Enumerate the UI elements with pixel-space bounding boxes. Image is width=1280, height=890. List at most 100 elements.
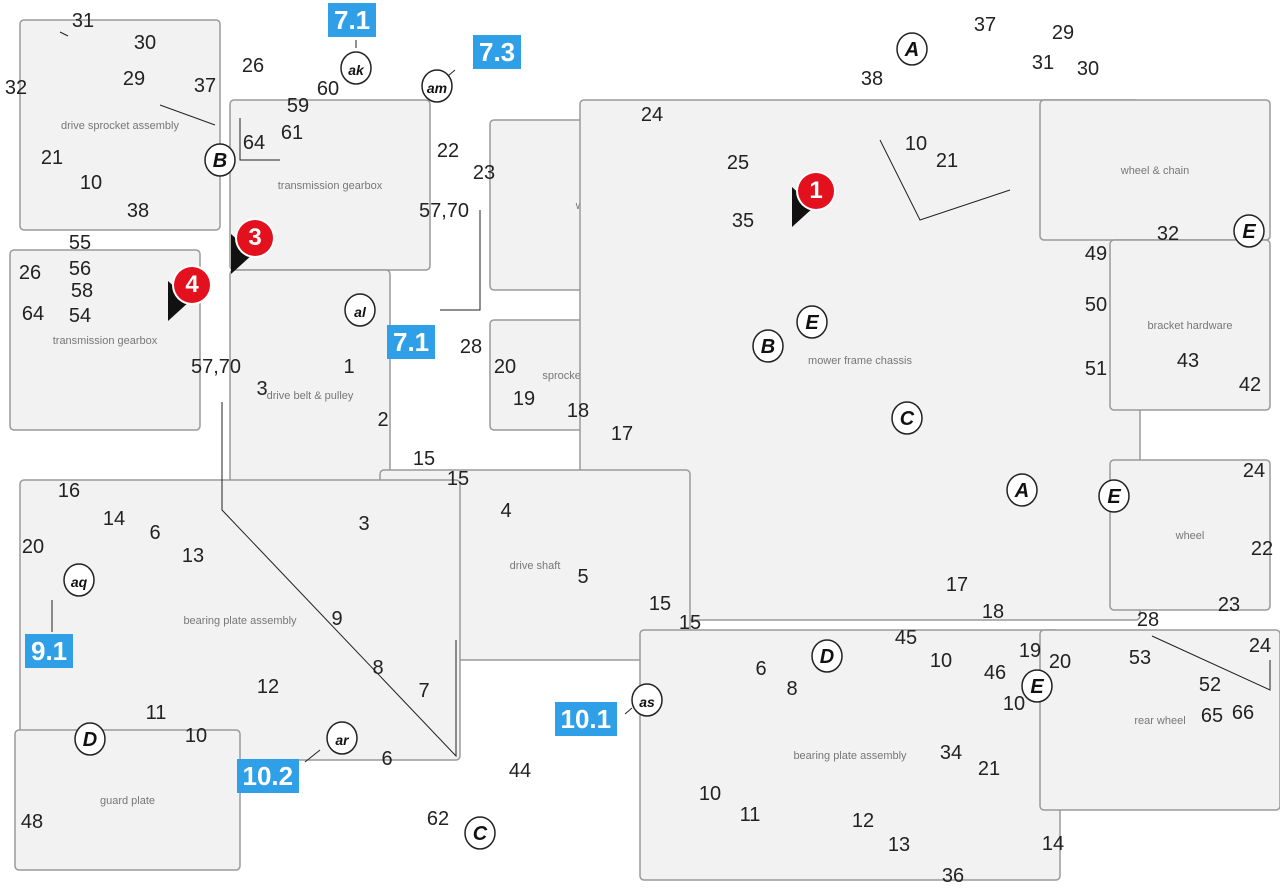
part-number: 60 — [317, 78, 339, 100]
letter-marker: ak — [340, 51, 372, 85]
part-number: 22 — [437, 140, 459, 162]
part-number: 10 — [1003, 693, 1025, 715]
letter-marker: C — [464, 816, 496, 850]
part-number: 15 — [679, 612, 701, 634]
reference-box[interactable]: 7.1 — [387, 325, 436, 359]
part-number: 30 — [1077, 58, 1099, 80]
parts-layer: drive sprocket assembly transmission gear… — [9, 19, 1280, 881]
reference-box[interactable]: 9.1 — [25, 634, 74, 668]
part-label: drive sprocket assembly — [61, 120, 179, 132]
marker-label: B — [761, 336, 775, 358]
part-number: 20 — [494, 356, 516, 378]
letter-marker: am — [421, 69, 453, 103]
leader-line — [304, 749, 321, 763]
letter-marker: D — [811, 639, 843, 673]
marker-label: D — [820, 646, 834, 668]
letter-marker: D — [74, 722, 106, 756]
part-number: 37 — [974, 14, 996, 36]
letter-marker: E — [1098, 479, 1130, 513]
reference-box[interactable]: 7.3 — [473, 35, 522, 69]
part-number: 10 — [80, 172, 102, 194]
marker-label: E — [1030, 676, 1044, 698]
part-number: 64 — [243, 132, 265, 154]
part-number: 35 — [732, 210, 754, 232]
letter-marker: as — [631, 683, 663, 717]
part-placeholder: transmission gearbox — [9, 249, 201, 431]
part-placeholder: bearing plate assembly — [639, 629, 1061, 881]
marker-label: A — [1014, 480, 1029, 502]
part-placeholder: bracket hardware — [1109, 239, 1271, 411]
part-label: mower frame chassis — [808, 355, 912, 367]
part-number: 45 — [895, 627, 917, 649]
part-label: rear wheel — [1134, 715, 1185, 727]
letter-marker: al — [344, 293, 376, 327]
part-number: 18 — [567, 400, 589, 422]
part-number: 51 — [1085, 358, 1107, 380]
part-number: 30 — [134, 32, 156, 54]
marker-label: as — [639, 694, 655, 710]
part-number: 17 — [946, 574, 968, 596]
part-number: 36 — [942, 865, 964, 887]
part-number: 32 — [5, 77, 27, 99]
part-number: 25 — [727, 152, 749, 174]
step-badge: 4 — [174, 267, 210, 303]
reference-box[interactable]: 10.1 — [554, 702, 618, 736]
letter-marker: E — [1021, 669, 1053, 703]
part-number: 59 — [287, 95, 309, 117]
part-number: 14 — [1042, 833, 1064, 855]
part-number: 29 — [1052, 22, 1074, 44]
part-number: 10 — [905, 133, 927, 155]
leader-line — [59, 31, 69, 37]
part-number: 9 — [331, 608, 342, 630]
part-number: 43 — [1177, 350, 1199, 372]
part-number: 38 — [861, 68, 883, 90]
marker-label: aq — [71, 574, 88, 590]
part-number: 10 — [185, 725, 207, 747]
part-number: 46 — [984, 662, 1006, 684]
part-number: 19 — [1019, 640, 1041, 662]
part-placeholder: wheel & chain — [1039, 99, 1271, 241]
leader-line — [159, 104, 216, 126]
marker-label: B — [213, 150, 227, 172]
leader-line — [1151, 635, 1271, 691]
part-number: 10 — [699, 783, 721, 805]
part-number: 61 — [281, 122, 303, 144]
marker-label: al — [354, 304, 367, 320]
part-label: drive shaft — [510, 560, 561, 572]
part-number: 15 — [413, 448, 435, 470]
part-number: 11 — [740, 804, 761, 826]
part-number: 24 — [641, 104, 663, 126]
reference-box[interactable]: 7.1 — [328, 3, 377, 37]
part-number: 34 — [940, 742, 962, 764]
part-placeholder: rear wheel — [1039, 629, 1280, 811]
leader-lines — [51, 31, 1271, 763]
part-number: 6 — [755, 658, 766, 680]
part-number: 23 — [1218, 594, 1240, 616]
part-number: 26 — [19, 262, 41, 284]
part-label: bearing plate assembly — [793, 750, 907, 762]
part-number: 57,70 — [419, 200, 469, 222]
part-number: 15 — [649, 593, 671, 615]
leader-line — [221, 402, 457, 758]
part-number: 5 — [577, 566, 588, 588]
part-number: 26 — [242, 55, 264, 77]
part-number: 44 — [509, 760, 531, 782]
part-number: 31 — [72, 10, 94, 32]
part-number: 56 — [69, 258, 91, 280]
part-number: 66 — [1232, 702, 1254, 724]
marker-label: C — [900, 408, 915, 430]
letter-marker: E — [1233, 214, 1265, 248]
part-number: 15 — [447, 468, 469, 490]
part-label: drive belt & pulley — [267, 390, 354, 402]
part-number: 14 — [103, 508, 125, 530]
part-placeholder: mower frame chassis — [579, 99, 1141, 621]
part-number: 3 — [256, 378, 267, 400]
part-number: 49 — [1085, 243, 1107, 265]
part-label: transmission gearbox — [53, 335, 158, 347]
part-number: 55 — [69, 232, 91, 254]
reference-box[interactable]: 10.2 — [236, 759, 300, 793]
marker-label: ak — [348, 62, 365, 78]
part-number: 57,70 — [191, 356, 241, 378]
